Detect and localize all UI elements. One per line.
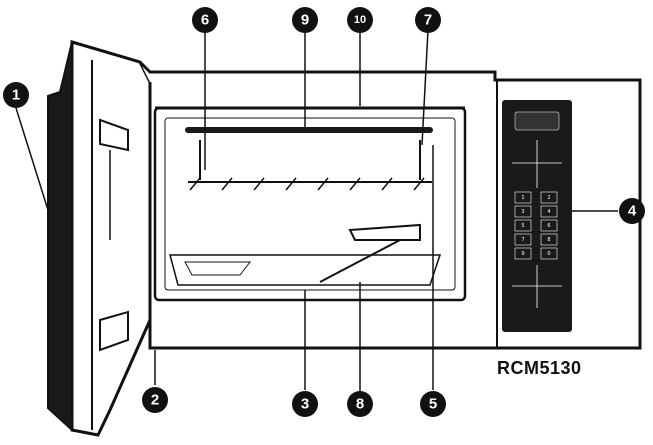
digit-key-label: 8: [547, 237, 550, 243]
callout-4: [619, 198, 645, 224]
digit-key: [514, 233, 532, 246]
digit-key-label: 4: [547, 209, 550, 215]
callout-2-label: 2: [151, 392, 159, 409]
digit-key: [540, 205, 558, 218]
digit-key-label: 0: [547, 251, 550, 257]
door: [47, 39, 152, 437]
digit-key: [514, 247, 532, 260]
digit-key: [514, 205, 532, 218]
digit-key-label: 7: [521, 237, 524, 243]
callout-2: [142, 387, 168, 413]
digit-key: [540, 191, 558, 204]
model-label: RCM5130: [497, 358, 582, 378]
callout-10: [347, 7, 373, 33]
digit-key-label: 5: [521, 223, 524, 229]
callout-6-label: 6: [201, 12, 209, 29]
digit-key-label: 1: [521, 195, 524, 201]
callout-5: [420, 391, 446, 417]
callout-3: [292, 391, 318, 417]
digit-key: [540, 219, 558, 232]
callout-9-label: 9: [301, 12, 309, 29]
callout-7-label: 7: [424, 12, 432, 29]
digit-key-label: 6: [547, 223, 550, 229]
oven-cavity: [153, 106, 467, 302]
grill-element: [185, 127, 433, 133]
callout-4-label: 4: [628, 203, 637, 220]
digit-key-label: 2: [547, 195, 550, 201]
digit-key: [514, 219, 532, 232]
callout-7: [415, 7, 441, 33]
callout-9: [292, 7, 318, 33]
callout-8: [347, 391, 373, 417]
callout-1: [3, 82, 29, 108]
callout-1-label: 1: [12, 87, 20, 104]
turntable: [169, 223, 442, 286]
digit-key: [514, 191, 532, 204]
leader-lines: [15, 29, 618, 392]
callouts: 1 2 3 4 5 6 7 8 9 10: [3, 7, 645, 417]
control-panel: 1 2 3 4 5 6 7 8 9 0: [502, 100, 572, 332]
callout-10-label: 10: [354, 14, 366, 26]
digit-key: [540, 247, 558, 260]
digit-key-label: 3: [521, 209, 524, 215]
wire-rack: [188, 140, 432, 191]
callout-8-label: 8: [356, 396, 364, 413]
digit-key-label: 9: [521, 251, 524, 257]
callout-5-label: 5: [429, 396, 437, 413]
callout-6: [192, 7, 218, 33]
callout-3-label: 3: [301, 396, 309, 413]
digit-key: [540, 233, 558, 246]
